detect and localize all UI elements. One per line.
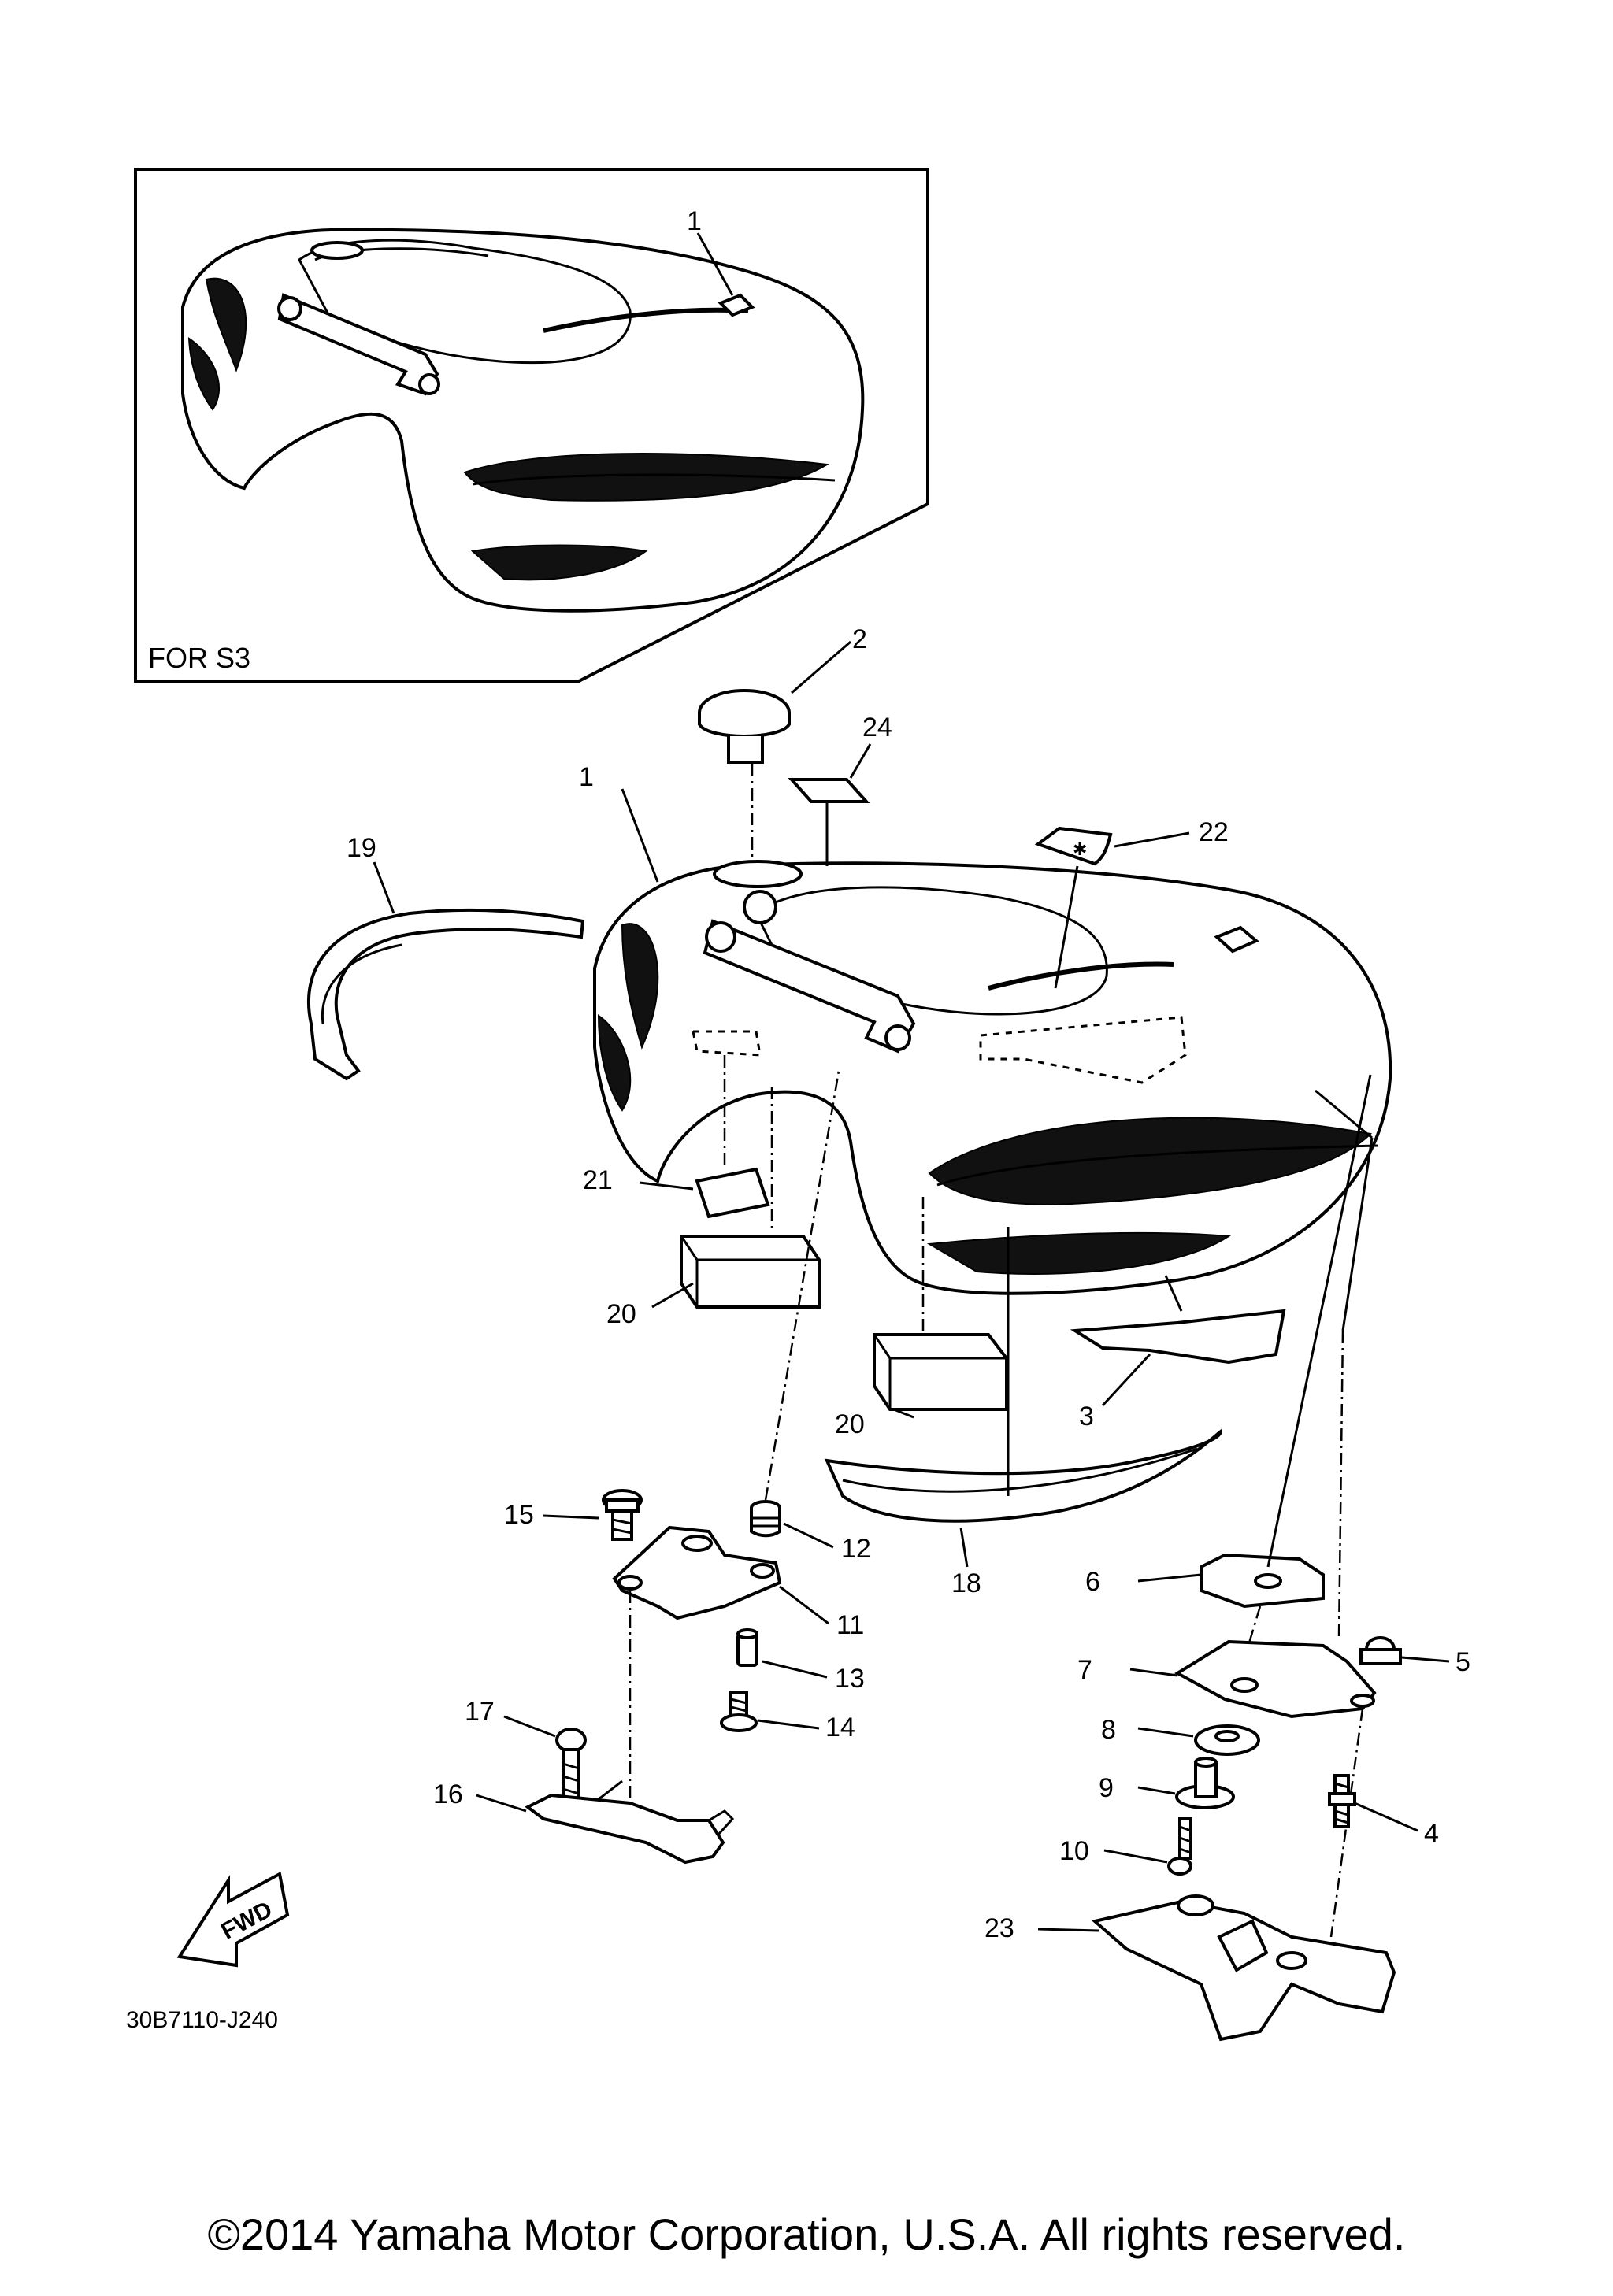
callout-7: 7 [1077,1655,1092,1685]
fuel-tank [593,860,1392,1295]
leader-21 [639,1181,694,1191]
callout-15: 15 [504,1500,534,1530]
part-3-sheet [1070,1309,1286,1365]
callout-8: 8 [1101,1715,1116,1745]
part-14-bolt [720,1691,758,1732]
callout-9: 9 [1099,1773,1114,1803]
leader-13 [762,1660,828,1679]
part-22-emblem: ✱ [1034,826,1113,989]
leader-20a [651,1282,694,1309]
callout-6: 6 [1085,1567,1100,1597]
callout-24: 24 [862,713,892,742]
part-20-block-left [680,1087,821,1309]
callout-17: 17 [465,1697,495,1727]
part-12-grommet [750,1070,840,1538]
callout-5: 5 [1455,1647,1470,1677]
part-9-collar [1175,1757,1235,1809]
part-16-stay [525,1779,735,1865]
leader-3 [1101,1353,1151,1407]
part-23-bracket [1091,1894,1396,2042]
callout-4: 4 [1424,1819,1439,1849]
callout-14: 14 [825,1713,855,1742]
part-20-block-right [873,1197,1008,1411]
callout-10: 10 [1059,1836,1089,1866]
diagram-code: 30B7110-J240 [126,2007,278,2033]
leader-19 [373,861,395,914]
part-18-strip [824,1227,1223,1523]
callout-21: 21 [583,1165,613,1195]
leader-12 [783,1522,834,1549]
copyright-notice: ©2014 Yamaha Motor Corporation, U.S.A. A… [207,2209,1406,2259]
callout-13: 13 [835,1664,865,1694]
callout-1: 1 [579,762,594,792]
leader-5 [1401,1656,1450,1663]
callout-16: 16 [433,1779,463,1809]
leader-9 [1137,1786,1176,1795]
callout-11: 11 [836,1610,864,1640]
leader-2 [791,640,851,694]
leader-inset-1 [696,232,734,296]
leader-11 [779,1585,829,1625]
leader-6 [1137,1573,1202,1583]
callout-18: 18 [951,1568,981,1598]
leader-4 [1354,1802,1418,1832]
inset-fuel-tank [181,228,865,613]
callout-inset-1: 1 [687,206,702,236]
part-8-washer [1194,1724,1260,1756]
part-7-plate [1174,1639,1377,1938]
forward-arrow-icon: FWD [176,1871,290,1968]
part-6-bracket [1200,1074,1372,1686]
part-13-spacer [736,1628,758,1667]
leader-22 [1114,831,1190,848]
part-15-bolt [602,1489,643,1541]
leader-7 [1129,1668,1178,1677]
leader-23 [1037,1928,1099,1932]
svg-text:✱: ✱ [1073,840,1087,860]
inset-label: FOR S3 [148,642,250,674]
leader-8 [1137,1727,1194,1738]
callout-20b: 20 [835,1409,865,1439]
callout-3: 3 [1079,1402,1094,1431]
callout-22: 22 [1199,817,1229,847]
part-11-bracket [612,1525,782,1803]
leader-24 [849,743,872,779]
part-19-strip [306,908,585,1081]
callout-2: 2 [852,624,867,654]
part-5-nut [1359,1636,1402,1665]
callout-19: 19 [347,833,376,863]
part-10-bolt [1167,1817,1192,1876]
leader-18 [959,1527,969,1568]
leader-10 [1103,1849,1168,1864]
callout-12: 12 [841,1534,871,1564]
leader-1 [621,788,659,883]
part-21-pad [695,1167,770,1219]
callout-20a: 20 [606,1299,636,1329]
leader-17 [503,1715,556,1738]
leader-16 [476,1794,527,1813]
part-17-screw [555,1728,587,1801]
callout-23: 23 [984,1913,1014,1943]
part-2-cap [698,689,791,862]
part-24-sheet [788,778,870,803]
inset-box [134,168,929,683]
leader-14 [757,1719,820,1730]
leader-15 [543,1514,599,1520]
leader-20b [893,1408,914,1419]
part-4-stud [1328,1774,1356,1828]
